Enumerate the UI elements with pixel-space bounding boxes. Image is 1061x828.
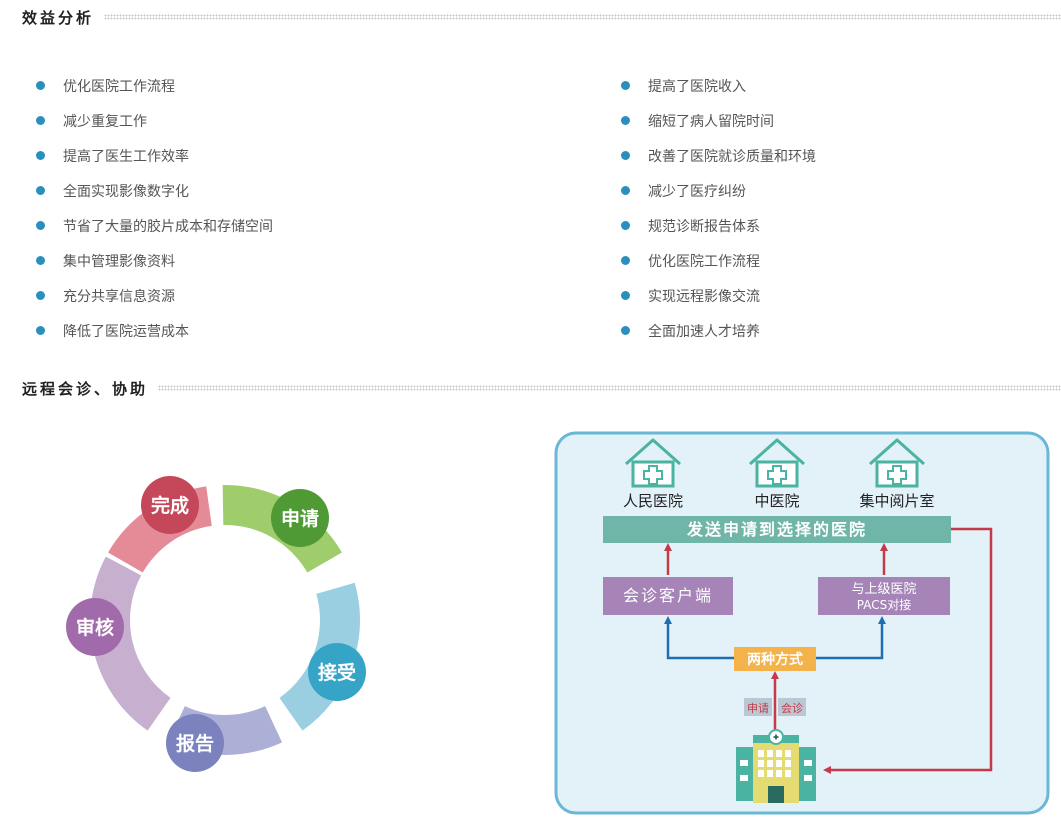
arrow-to-client: [664, 616, 734, 660]
hospital-house-icon: [869, 438, 925, 488]
remote-section-title: 远程会诊、协助: [22, 379, 149, 398]
benefit-item: 全面实现影像数字化: [36, 173, 273, 208]
benefit-text: 优化医院工作流程: [63, 78, 175, 95]
benefit-text: 缩短了病人留院时间: [648, 113, 774, 130]
bullet-icon: [36, 81, 45, 90]
step-complete: 完成: [141, 476, 199, 534]
bullet-icon: [621, 256, 630, 265]
bullet-icon: [36, 326, 45, 335]
return-arrow: [823, 527, 993, 774]
benefit-item: 全面加速人才培养: [621, 313, 816, 348]
benefit-text: 集中管理影像资料: [63, 253, 175, 270]
two-ways-box: [734, 647, 816, 671]
benefits-section-header: 效益分析: [22, 6, 1061, 28]
section-divider: [104, 14, 1061, 20]
step-report-label: 报告: [176, 732, 214, 755]
review-segment: [90, 556, 171, 731]
consult-tag-label: 会诊: [781, 701, 803, 715]
upper-hospital-box: [818, 577, 950, 615]
hospital-label: 中医院: [754, 492, 799, 510]
benefit-item: 改善了医院就诊质量和环境: [621, 138, 816, 173]
hospital-label: 人民医院: [623, 492, 683, 510]
upper-hospital-label: 与上级医院: [851, 582, 916, 597]
step-review-circle: [66, 598, 124, 656]
bullet-icon: [621, 116, 630, 125]
benefit-item: 减少了医疗纠纷: [621, 173, 816, 208]
benefits-list-left: 优化医院工作流程减少重复工作提高了医生工作效率全面实现影像数字化节省了大量的胶片…: [36, 68, 273, 348]
benefit-item: 充分共享信息资源: [36, 278, 273, 313]
benefit-text: 实现远程影像交流: [648, 288, 760, 305]
benefit-text: 充分共享信息资源: [63, 288, 175, 305]
bullet-icon: [621, 291, 630, 300]
benefit-item: 集中管理影像资料: [36, 243, 273, 278]
bullet-icon: [36, 221, 45, 230]
bullet-icon: [621, 326, 630, 335]
step-review-label: 审核: [76, 616, 114, 639]
benefit-text: 提高了医生工作效率: [63, 148, 189, 165]
bullet-icon: [36, 151, 45, 160]
remote-section-header: 远程会诊、协助: [22, 377, 1061, 399]
benefit-item: 减少重复工作: [36, 103, 273, 138]
benefit-item: 提高了医生工作效率: [36, 138, 273, 173]
hospital-label: 集中阅片室: [859, 492, 934, 510]
benefit-text: 节省了大量的胶片成本和存储空间: [63, 218, 273, 235]
benefit-item: 降低了医院运营成本: [36, 313, 273, 348]
benefit-item: 缩短了病人留院时间: [621, 103, 816, 138]
bullet-icon: [36, 256, 45, 265]
hospital-building-icon: [736, 729, 816, 803]
step-report-circle: [166, 714, 224, 772]
step-complete-circle: [141, 476, 199, 534]
step-apply: 申请: [271, 489, 329, 547]
benefits-list-right: 提高了医院收入缩短了病人留院时间改善了医院就诊质量和环境减少了医疗纠纷规范诊断报…: [621, 68, 816, 348]
section-divider: [158, 385, 1061, 391]
send-request-label: 发送申请到选择的医院: [686, 520, 867, 539]
send-request-box: [603, 516, 951, 543]
bullet-icon: [621, 186, 630, 195]
benefit-item: 规范诊断报告体系: [621, 208, 816, 243]
benefit-item: 节省了大量的胶片成本和存储空间: [36, 208, 273, 243]
step-complete-label: 完成: [151, 494, 189, 517]
apply-tag: [744, 698, 772, 716]
step-review: 审核: [66, 598, 124, 656]
benefit-text: 优化医院工作流程: [648, 253, 760, 270]
bullet-icon: [621, 151, 630, 160]
benefit-text: 规范诊断报告体系: [648, 218, 760, 235]
benefit-item: 实现远程影像交流: [621, 278, 816, 313]
hospital-house-icon: [625, 438, 681, 488]
benefit-item: 优化医院工作流程: [621, 243, 816, 278]
benefit-text: 提高了医院收入: [648, 78, 746, 95]
benefit-text: 减少了医疗纠纷: [648, 183, 746, 200]
benefit-text: 改善了医院就诊质量和环境: [648, 148, 816, 165]
bullet-icon: [621, 221, 630, 230]
benefit-text: 降低了医院运营成本: [63, 323, 189, 340]
step-apply-circle: [271, 489, 329, 547]
step-apply-label: 申请: [281, 507, 319, 530]
benefits-section-title: 效益分析: [22, 8, 95, 27]
step-accept-label: 接受: [318, 661, 356, 684]
step-accept-circle: [308, 643, 366, 701]
benefit-text: 全面加速人才培养: [648, 323, 760, 340]
upper-hospital-pacs-label: PACS对接: [857, 597, 911, 612]
bullet-icon: [36, 291, 45, 300]
step-accept: 接受: [308, 643, 366, 701]
step-report: 报告: [166, 714, 224, 772]
consult-tag: [778, 698, 806, 716]
benefit-item: 提高了医院收入: [621, 68, 816, 103]
arrow-to-upper: [815, 616, 886, 660]
benefit-text: 减少重复工作: [63, 113, 147, 130]
consult-client-box: [603, 577, 733, 615]
consult-client-label: 会诊客户端: [623, 586, 713, 605]
benefit-text: 全面实现影像数字化: [63, 183, 189, 200]
bullet-icon: [621, 81, 630, 90]
bullet-icon: [36, 116, 45, 125]
bullet-icon: [36, 186, 45, 195]
hospital-house-icon: [749, 438, 805, 488]
benefit-item: 优化医院工作流程: [36, 68, 273, 103]
apply-tag-label: 申请: [747, 702, 769, 715]
two-ways-label: 两种方式: [747, 651, 803, 668]
